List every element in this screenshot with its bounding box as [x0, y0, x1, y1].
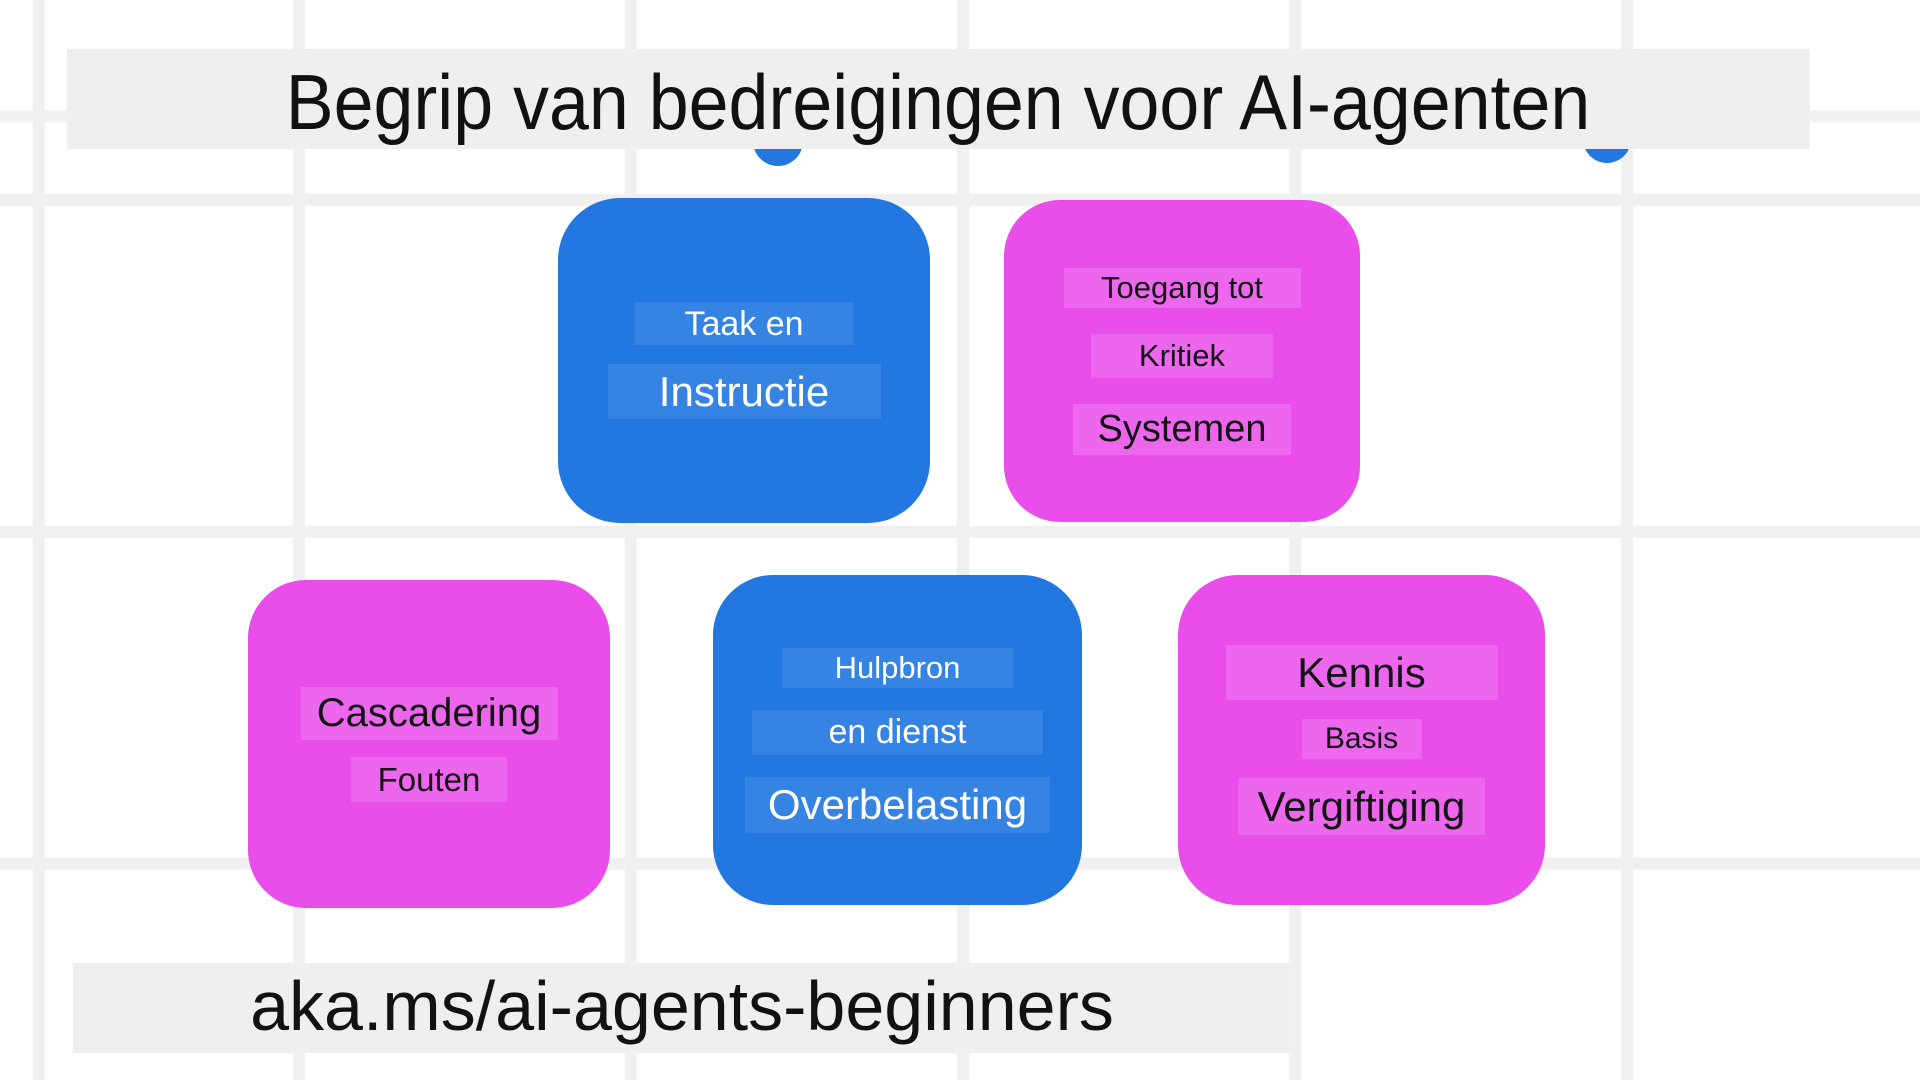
page-title: Begrip van bedreigingen voor AI-agenten [286, 58, 1591, 146]
card-task-and-instruction[interactable]: Taak en Instructie [558, 198, 930, 523]
card-line: Fouten [351, 756, 507, 802]
card-line: Kritiek [1091, 333, 1273, 378]
card-line: Kennis [1225, 645, 1498, 700]
card-line: Vergiftiging [1238, 778, 1485, 835]
title-banner: Begrip van bedreigingen voor AI-agenten [67, 49, 1810, 149]
card-line: Hulpbron [781, 647, 1014, 688]
card-access-to-critical-systems[interactable]: Toegang tot Kritiek Systemen [1004, 200, 1360, 522]
card-line: Basis [1301, 719, 1422, 759]
card-line: Cascadering [300, 686, 558, 740]
card-cascading-errors[interactable]: Cascadering Fouten [248, 580, 610, 908]
card-line: Overbelasting [745, 776, 1050, 833]
footer-link[interactable]: aka.ms/ai-agents-beginners [250, 967, 1114, 1045]
footer-banner: aka.ms/ai-agents-beginners [73, 963, 1291, 1053]
card-resource-and-service-overloading[interactable]: Hulpbron en dienst Overbelasting [713, 575, 1082, 905]
card-line: Instructie [607, 364, 881, 419]
card-line: en dienst [752, 709, 1043, 755]
card-line: Toegang tot [1063, 267, 1301, 308]
card-line: Taak en [634, 302, 854, 345]
card-line: Systemen [1073, 403, 1291, 455]
card-knowledge-base-poisoning[interactable]: Kennis Basis Vergiftiging [1178, 575, 1545, 905]
